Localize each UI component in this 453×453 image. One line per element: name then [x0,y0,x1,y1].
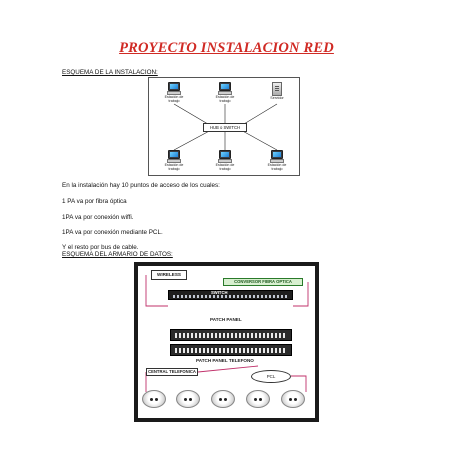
power-socket-icon [176,390,200,408]
server-icon [272,82,282,96]
rack-diagram: WIRELESS CONVERSOR FIBRA OPTICA SWITCH P… [134,262,319,422]
patch-panel-unit [170,329,292,341]
switch-unit: SWITCH [168,290,293,300]
section-heading-armario: ESQUEMA DEL ARMARIO DE DATOS: [62,251,173,258]
node-server: Servidor [262,82,292,100]
patch-panel-telefono-unit [170,344,292,356]
node-workstation-bottom-center: Estación de trabajo [210,150,240,171]
wireless-box: WIRELESS [151,270,187,280]
node-workstation-bottom-right: Estación de trabajo [262,150,292,171]
node-workstation-top-center: Estación de trabajo [210,82,240,103]
switch-label: SWITCH [211,290,228,295]
node-label: Estación de trabajo [215,95,235,103]
node-label: Servidor [270,96,284,100]
patch-panel-ports [175,333,287,338]
paragraph-wiffi: 1PA va por conexión wiffi. [62,214,134,221]
switch-ports [173,295,288,298]
node-workstation-top-left: Estación de trabajo [159,82,189,103]
node-label: Estación de trabajo [215,163,235,171]
document-title: PROYECTO INSTALACION RED [119,40,334,56]
node-label: Estación de trabajo [267,163,287,171]
network-diagram: Estación de trabajo Estación de trabajo … [148,77,300,176]
patch-panel-telefono-ports [175,348,287,353]
node-label: Estación de trabajo [164,95,184,103]
workstation-icon [270,150,284,163]
workstation-icon [218,82,232,95]
hub-switch-box: HUB o SWITCH [203,123,247,132]
workstation-icon [167,82,181,95]
power-socket-icon [211,390,235,408]
paragraph-pcl: 1PA va por conexión mediante PCL. [62,229,163,236]
node-workstation-bottom-left: Estación de trabajo [159,150,189,171]
node-label: Estación de trabajo [164,163,184,171]
patch-panel-label: PATCH PANEL [210,317,242,322]
paragraph-intro: En la instalación hay 10 puntos de acces… [62,182,220,189]
power-socket-icon [142,390,166,408]
pcl-ellipse: PCL [251,370,291,383]
workstation-icon [218,150,232,163]
paragraph-fibra: 1 PA va por fibra óptica [62,198,127,205]
workstation-icon [167,150,181,163]
conversor-fibra-box: CONVERSOR FIBRA OPTICA [223,278,303,286]
paragraph-bus: Y el resto por bus de cable. [62,244,139,251]
central-telefonica-box: CENTRAL TELEFONICA [146,368,198,376]
power-socket-icon [246,390,270,408]
patch-panel-telefono-label: PATCH PANEL TELEFONO [196,358,254,363]
power-socket-icon [281,390,305,408]
section-heading-instalacion: ESQUEMA DE LA INSTALACION: [62,69,158,76]
